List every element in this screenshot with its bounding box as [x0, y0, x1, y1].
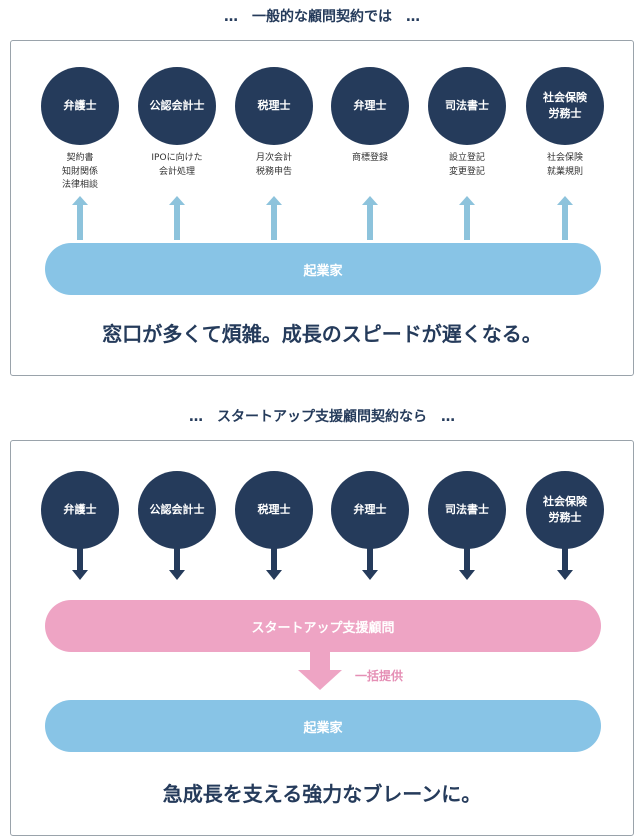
entrepreneur-bar-2: 起業家 — [45, 700, 601, 752]
professional-circle: 社会保険 労務士 — [526, 67, 604, 145]
down-arrow-icon — [72, 548, 88, 580]
professional-circle: 税理士 — [235, 67, 313, 145]
bulk-provide-label: 一括提供 — [355, 669, 404, 683]
up-arrow-icon — [459, 196, 475, 240]
professional-circle: 司法書士 — [428, 471, 506, 549]
professional-circle: 社会保険 労務士 — [526, 471, 604, 549]
professional-circle: 弁理士 — [331, 471, 409, 549]
section1-message: 窓口が多くて煩雑。成長のスピードが遅くなる。 — [102, 322, 542, 346]
professional-desc: 社会保険 就業規則 — [546, 153, 583, 177]
down-arrow-icon — [169, 548, 185, 580]
professional-circle: 弁護士 — [41, 471, 119, 549]
professional-desc: 設立登記 変更登記 — [448, 153, 485, 177]
professional-circle: 弁理士 — [331, 67, 409, 145]
professional-circle: 公認会計士 — [138, 67, 216, 145]
startup-advisor-bar: スタートアップ支援顧問 — [45, 600, 601, 652]
professional-circle: 公認会計士 — [138, 471, 216, 549]
down-arrow-icon — [459, 548, 475, 580]
down-arrow-icon — [557, 548, 573, 580]
up-arrow-icon — [169, 196, 185, 240]
general-contract-panel — [10, 40, 634, 376]
professional-desc: 契約書 知財関係 法律相談 — [61, 153, 98, 190]
up-arrow-icon — [362, 196, 378, 240]
up-arrow-icon — [72, 196, 88, 240]
section1-title: … 一般的な顧問契約では … — [224, 9, 420, 25]
professional-desc: 商標登録 — [351, 153, 388, 163]
professional-circle: 司法書士 — [428, 67, 506, 145]
professional-desc: 月次会計 税務申告 — [255, 153, 292, 177]
startup-contract-panel — [10, 440, 634, 836]
down-arrow-icon — [266, 548, 282, 580]
entrepreneur-bar: 起業家 — [45, 243, 601, 295]
up-arrow-icon — [266, 196, 282, 240]
section2-message: 急成長を支える強力なブレーンに。 — [162, 782, 482, 806]
up-arrow-icon — [557, 196, 573, 240]
professional-desc: IPOに向けた 会計処理 — [151, 153, 203, 177]
professional-circle: 弁護士 — [41, 67, 119, 145]
provide-arrow-icon — [298, 652, 342, 690]
down-arrow-icon — [362, 548, 378, 580]
professional-circle: 税理士 — [235, 471, 313, 549]
section2-title: … スタートアップ支援顧問契約なら … — [189, 409, 455, 425]
